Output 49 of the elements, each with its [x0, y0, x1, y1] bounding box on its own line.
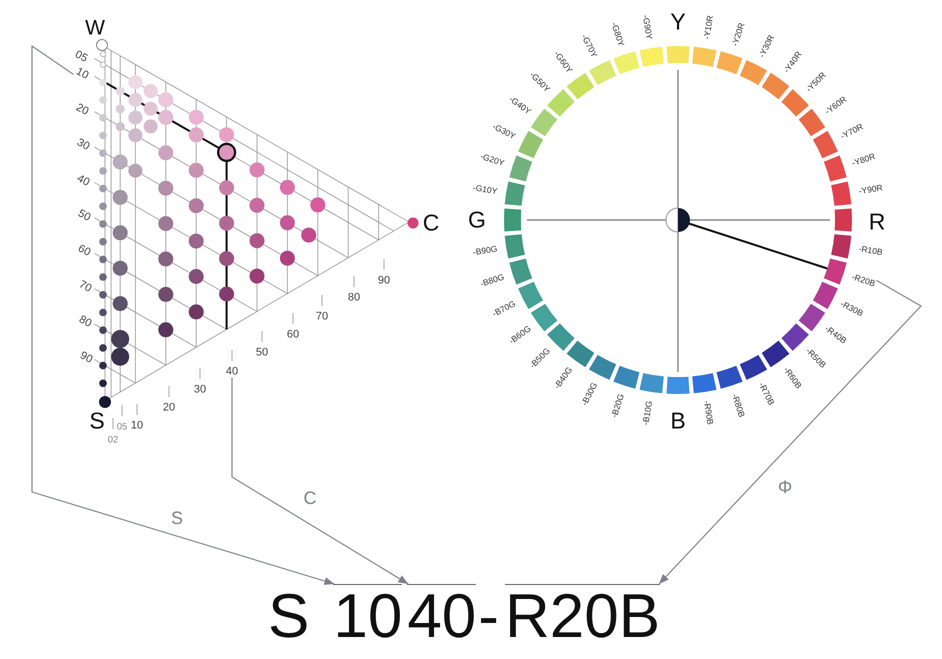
scale-number: 20 — [74, 102, 90, 118]
hue-label: -B20G — [610, 392, 626, 419]
hue-label: -R80B — [730, 392, 746, 418]
scale-number: 80 — [77, 314, 93, 330]
hue-label: -B30G — [580, 381, 599, 407]
hue-letter: B — [670, 410, 686, 432]
scale-number: 30 — [74, 137, 90, 153]
scale-number: 60 — [76, 244, 92, 260]
edge-label: Φ — [776, 478, 794, 496]
hue-label: -B10G — [641, 400, 654, 426]
hue-label: -B80G — [479, 272, 506, 288]
vertex-label: W — [85, 18, 105, 38]
vertex-label: C — [422, 212, 440, 234]
scale-number: 70 — [76, 279, 92, 295]
scale-number: 50 — [76, 208, 92, 224]
notation-part: R20B — [504, 584, 660, 648]
hue-label: -Y90R — [858, 183, 884, 196]
hue-label: -G90Y — [641, 14, 654, 40]
scale-number: 05 — [73, 48, 90, 64]
scale-number: 10 — [74, 66, 90, 82]
notation-text: - — [478, 584, 499, 648]
hue-letter: R — [868, 210, 886, 234]
notation-part: 10 — [333, 584, 402, 648]
hue-label: -G10Y — [472, 183, 498, 196]
hue-label: -G80Y — [610, 21, 626, 48]
scale-number: 40 — [75, 172, 91, 188]
hue-label: -Y20R — [730, 22, 746, 48]
edge-label: C — [302, 489, 318, 507]
scale-number: 02 — [108, 435, 118, 445]
hue-label: -G30Y — [491, 122, 517, 141]
hue-label: -R20B — [850, 272, 876, 288]
edge-label: S — [169, 509, 185, 527]
hue-label: -R70B — [757, 381, 776, 406]
hue-label: -B90G — [472, 244, 498, 257]
hue-letter: G — [468, 208, 486, 232]
hue-label: -Y80R — [850, 152, 876, 168]
arrow — [658, 280, 922, 584]
arrow — [231, 378, 409, 584]
hue-label: -G20Y — [479, 152, 506, 168]
hue-label: -R30B — [839, 299, 864, 318]
notation-part: 40 — [407, 584, 476, 648]
hue-label: -B70G — [491, 299, 517, 318]
notation-text: S — [268, 584, 310, 648]
hue-label: -Y10R — [702, 14, 715, 40]
hue-label: -R10B — [858, 244, 884, 257]
scale-number: 90 — [78, 350, 94, 366]
hue-label: -R90B — [702, 400, 715, 426]
hue-letter: Y — [670, 10, 686, 34]
hue-label: -Y70R — [839, 122, 864, 141]
